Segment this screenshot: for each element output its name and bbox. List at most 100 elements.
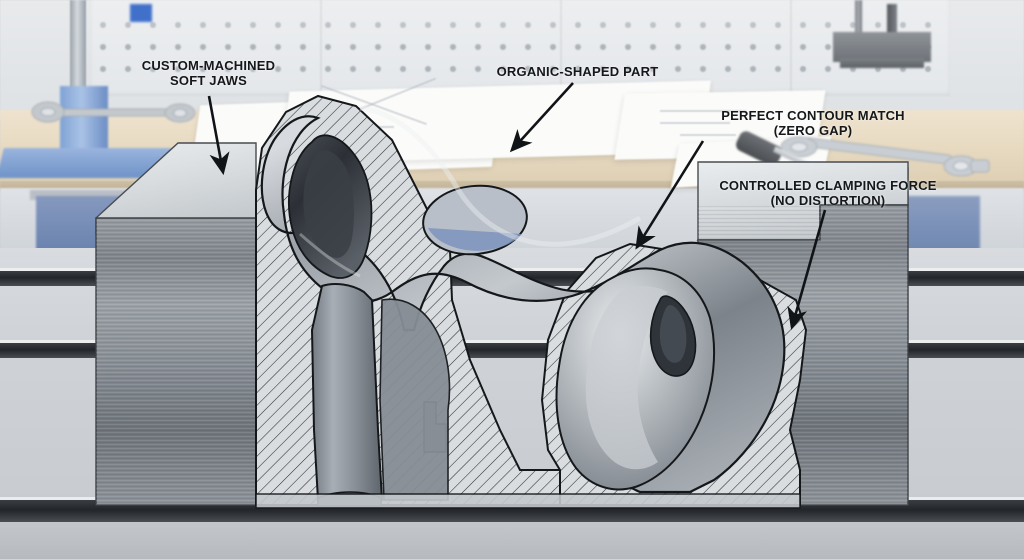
pegboard-hole xyxy=(400,66,406,72)
pegboard-hole xyxy=(100,22,106,28)
pegboard-hole xyxy=(550,66,556,72)
tool-stand-post xyxy=(855,0,862,62)
pegboard-hole xyxy=(325,44,331,50)
pegboard-hole xyxy=(375,66,381,72)
pegboard-hole xyxy=(200,22,206,28)
wrench-left-icon xyxy=(31,101,196,123)
pegboard-hole xyxy=(200,66,206,72)
pegboard-hole xyxy=(175,22,181,28)
pegboard-hole xyxy=(450,44,456,50)
tool-stand-head xyxy=(833,32,931,62)
blueprint-line-5 xyxy=(660,122,730,124)
pegboard-hole xyxy=(225,66,231,72)
pegboard-hole xyxy=(250,44,256,50)
pegboard-hole xyxy=(825,22,831,28)
pegboard-hole xyxy=(725,22,731,28)
pegboard-hole xyxy=(150,44,156,50)
workbench-edge xyxy=(0,181,1024,191)
callout-perfect-contour-match: PERFECT CONTOUR MATCH (ZERO GAP) xyxy=(721,108,905,139)
pegboard-hole xyxy=(450,66,456,72)
pegboard-hole xyxy=(750,44,756,50)
pegboard-hole xyxy=(900,66,906,72)
pegboard-hole xyxy=(325,66,331,72)
pegboard-hole xyxy=(400,22,406,28)
pegboard-hole xyxy=(400,44,406,50)
pegboard-hole xyxy=(850,66,856,72)
pegboard-hole xyxy=(825,66,831,72)
pegboard-hole xyxy=(675,44,681,50)
pegboard-hole xyxy=(750,22,756,28)
pegboard-hole xyxy=(475,22,481,28)
pegboard-hole xyxy=(250,22,256,28)
pegboard-hole xyxy=(225,44,231,50)
pegboard-hole xyxy=(325,22,331,28)
pegboard-hole xyxy=(275,66,281,72)
pegboard-hole xyxy=(425,66,431,72)
pegboard-hole xyxy=(475,44,481,50)
pegboard-hole xyxy=(600,22,606,28)
tool-stand-base xyxy=(840,58,924,68)
pegboard-hole xyxy=(625,22,631,28)
pegboard-hole xyxy=(500,66,506,72)
pegboard-hole xyxy=(375,22,381,28)
pegboard-hole xyxy=(300,66,306,72)
pegboard-hole xyxy=(650,22,656,28)
pegboard-hole xyxy=(575,22,581,28)
pegboard-hole xyxy=(175,44,181,50)
pegboard-hole xyxy=(925,22,931,28)
pegboard-hole xyxy=(575,66,581,72)
pegboard-hole xyxy=(500,22,506,28)
pegboard-hole xyxy=(100,66,106,72)
pegboard-seam xyxy=(320,0,322,96)
pegboard-hole xyxy=(900,22,906,28)
pegboard-hole xyxy=(675,66,681,72)
pegboard-seam xyxy=(560,0,562,96)
pegboard-hole xyxy=(100,44,106,50)
pegboard-hole xyxy=(775,44,781,50)
pegboard-hole xyxy=(550,22,556,28)
pegboard-hole xyxy=(200,44,206,50)
pegboard-hole xyxy=(725,66,731,72)
pegboard-hole xyxy=(825,44,831,50)
pegboard-hole xyxy=(125,66,131,72)
table-lower-face xyxy=(0,522,1024,559)
pegboard-hole xyxy=(150,66,156,72)
pegboard-hole xyxy=(175,66,181,72)
pegboard-hole xyxy=(350,22,356,28)
pegboard-hole xyxy=(800,66,806,72)
pegboard-hole xyxy=(600,66,606,72)
pegboard-hole xyxy=(300,44,306,50)
blueprint-line-4 xyxy=(660,110,746,112)
pegboard-hole xyxy=(350,66,356,72)
pegboard-hole xyxy=(125,22,131,28)
pegboard-hole xyxy=(625,66,631,72)
callout-organic-shaped-part: ORGANIC-SHAPED PART xyxy=(496,64,659,79)
callout-controlled-clamping-force: CONTROLLED CLAMPING FORCE (NO DISTORTION… xyxy=(719,178,937,209)
pegboard-hole xyxy=(300,22,306,28)
pegboard-hole xyxy=(125,44,131,50)
pegboard-hole xyxy=(425,44,431,50)
pegboard-hole xyxy=(700,66,706,72)
pegboard-hole xyxy=(150,22,156,28)
pegboard-hole xyxy=(625,44,631,50)
pegboard-hole xyxy=(800,44,806,50)
pegboard-seam xyxy=(790,0,792,96)
blueprint-line-6 xyxy=(680,134,736,136)
pegboard-hole xyxy=(550,44,556,50)
tool-stand-arm xyxy=(887,4,897,42)
pegboard-hole xyxy=(925,66,931,72)
pegboard-hole xyxy=(225,22,231,28)
table-highlight-2 xyxy=(0,340,1024,343)
pegboard-hole xyxy=(700,22,706,28)
pegboard-hole xyxy=(675,22,681,28)
pegboard-hole xyxy=(600,44,606,50)
pegboard-hole xyxy=(525,22,531,28)
pegboard-hole xyxy=(350,44,356,50)
pegboard-hole xyxy=(475,66,481,72)
pegboard-hole xyxy=(875,22,881,28)
pegboard-hole xyxy=(850,22,856,28)
callout-custom-machined-soft-jaws: CUSTOM-MACHINED SOFT JAWS xyxy=(141,58,276,89)
fixture-rod xyxy=(70,0,86,92)
pegboard-hole xyxy=(575,44,581,50)
